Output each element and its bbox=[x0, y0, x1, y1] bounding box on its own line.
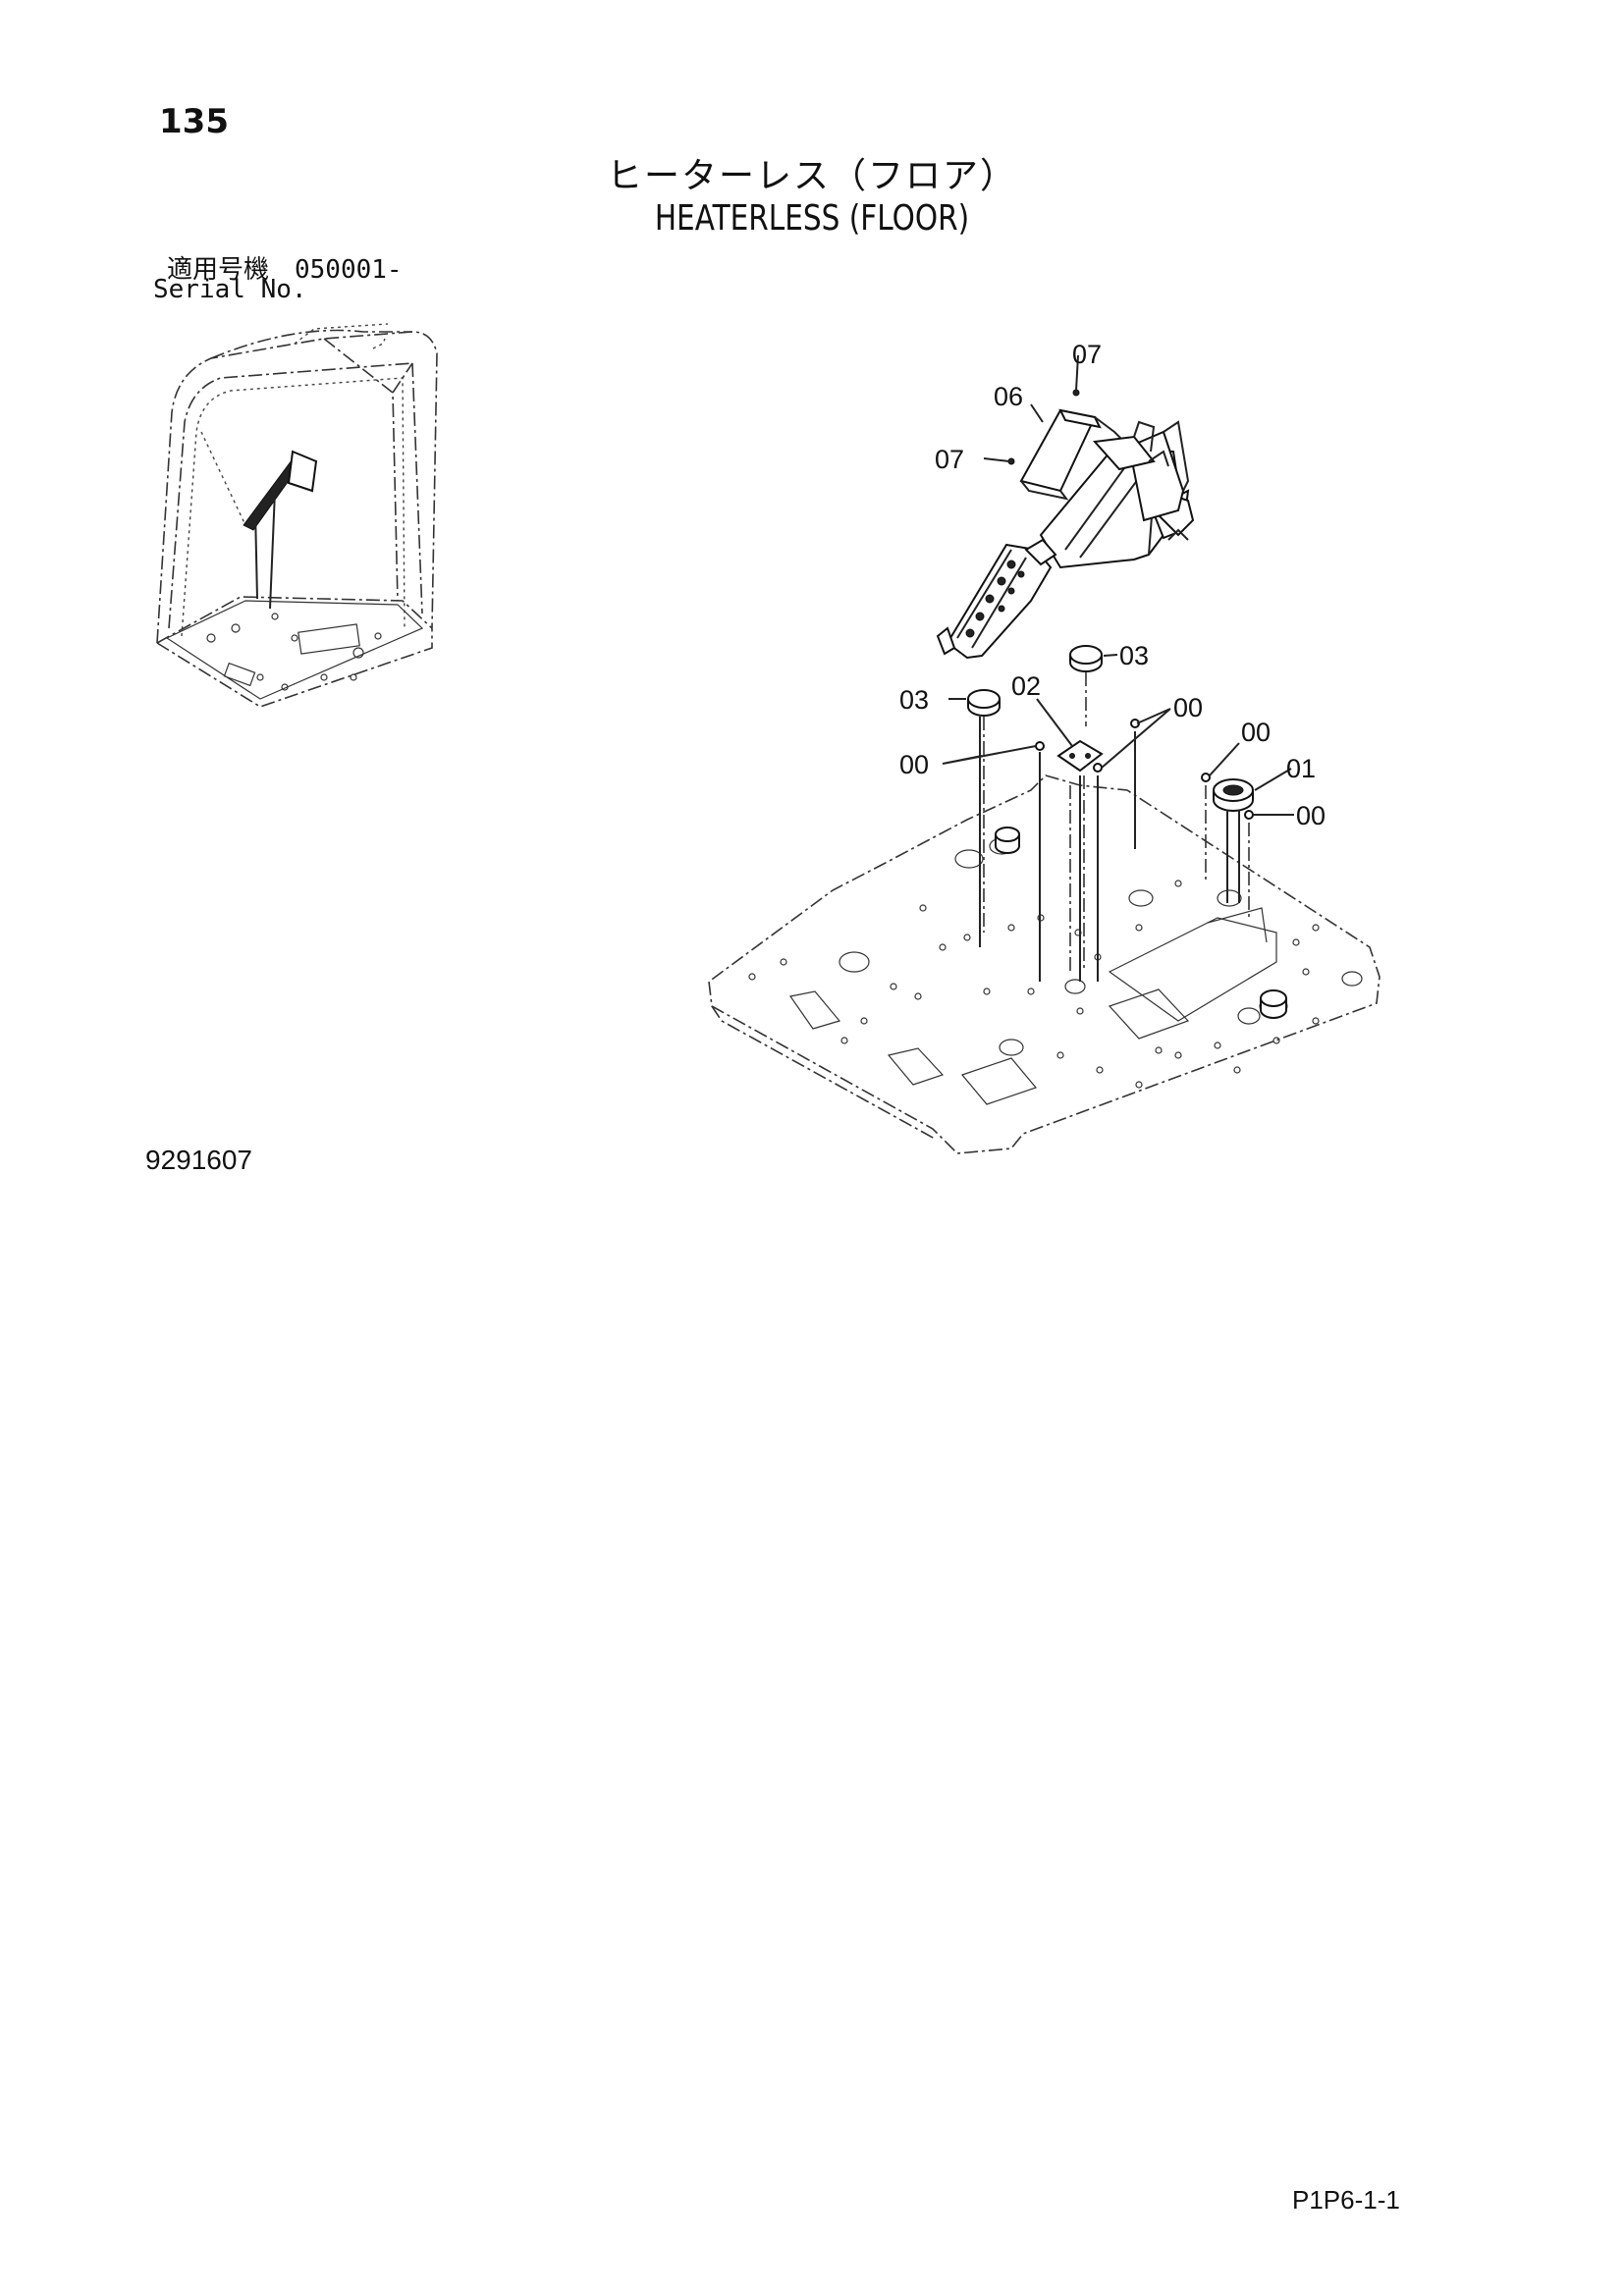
serial-range-japanese: 適用号機 050001- bbox=[167, 255, 403, 285]
callout-00-right-upper: 00 bbox=[1241, 718, 1271, 747]
callout-01: 01 bbox=[1286, 754, 1316, 783]
page-number: 135 bbox=[159, 102, 229, 141]
page-title-english: HEATERLESS (FLOOR) bbox=[654, 198, 970, 239]
callout-00-left: 00 bbox=[899, 750, 929, 779]
control-console-assembly bbox=[936, 389, 1195, 660]
callout-00-right-lower: 00 bbox=[1296, 801, 1326, 830]
callout-07-top: 07 bbox=[1072, 340, 1102, 369]
serial-label-english: Serial No. bbox=[153, 275, 307, 304]
callout-labels: 07 06 07 03 03 02 00 00 00 01 00 bbox=[899, 340, 1326, 830]
callout-02: 02 bbox=[1011, 671, 1041, 701]
page-code: P1P6-1-1 bbox=[1292, 2185, 1400, 2215]
callout-00-center: 00 bbox=[1173, 693, 1203, 722]
callout-leaders bbox=[942, 354, 1294, 816]
callout-03-left: 03 bbox=[899, 685, 929, 715]
page-title-japanese: ヒーターレス（フロア） bbox=[606, 156, 1017, 196]
callout-03-top: 03 bbox=[1119, 641, 1149, 670]
drawing-number: 9291607 bbox=[145, 1145, 253, 1175]
exploded-hardware bbox=[967, 645, 1254, 982]
callout-07-left: 07 bbox=[935, 445, 964, 474]
cab-overview-illustration bbox=[156, 323, 438, 708]
floor-plate bbox=[708, 774, 1380, 1154]
callout-06: 06 bbox=[994, 382, 1023, 411]
